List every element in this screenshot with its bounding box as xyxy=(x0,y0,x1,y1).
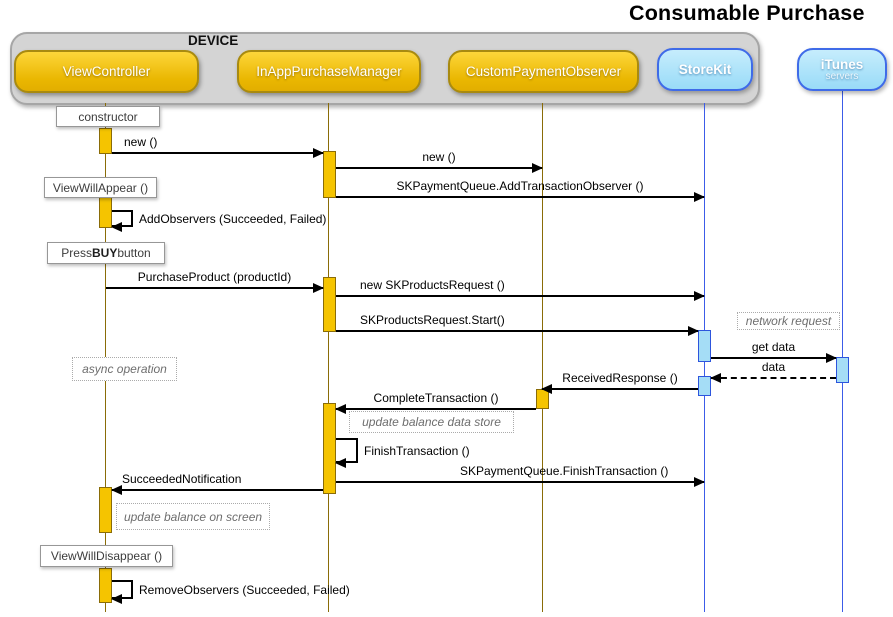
activation-storekit-1 xyxy=(698,330,711,362)
activation-manager-3 xyxy=(323,403,336,494)
actor-itunes-label: iTunes xyxy=(820,57,864,72)
actor-custompaymentobserver-label: CustomPaymentObserver xyxy=(465,64,622,79)
actor-custompaymentobserver: CustomPaymentObserver xyxy=(448,50,639,93)
note-view-will-appear: ViewWillAppear () xyxy=(44,177,157,198)
note-press-buy-button: Press BUY button xyxy=(47,242,165,264)
actor-inapppurchasemanager: InAppPurchaseManager xyxy=(237,50,421,93)
diagram-title: Consumable Purchase xyxy=(629,1,865,25)
activation-manager-1 xyxy=(323,151,336,198)
note-constructor: constructor xyxy=(56,106,160,127)
actor-itunes-sublabel: servers xyxy=(825,71,859,82)
actor-viewcontroller-label: ViewController xyxy=(62,64,151,79)
arrowhead-icon xyxy=(532,163,543,173)
device-label: DEVICE xyxy=(188,33,239,48)
arrowhead-icon xyxy=(111,222,122,232)
arrowhead-icon xyxy=(694,192,705,202)
arrowhead-icon xyxy=(694,291,705,301)
arrowhead-icon xyxy=(335,404,346,414)
lifeline-custompaymentobserver xyxy=(542,103,543,612)
note-async-operation: async operation xyxy=(72,357,177,381)
lifeline-inapppurchasemanager xyxy=(328,103,329,612)
arrowhead-icon xyxy=(335,458,346,468)
activation-viewcontroller-3 xyxy=(99,487,112,533)
press-buy-suffix: button xyxy=(117,246,151,260)
self-message-remove-observers: RemoveObservers (Succeeded, Failed) xyxy=(111,580,350,604)
press-buy-prefix: Press xyxy=(61,246,92,260)
arrowhead-icon xyxy=(688,326,699,336)
arrowhead-icon xyxy=(111,485,122,495)
actor-itunes: iTunes servers xyxy=(797,48,887,91)
note-update-balance-on-screen: update balance on screen xyxy=(116,503,270,530)
press-buy-bold: BUY xyxy=(91,246,118,260)
note-view-will-disappear: ViewWillDisappear () xyxy=(40,545,173,567)
arrowhead-icon xyxy=(111,594,122,604)
arrowhead-icon xyxy=(694,477,705,487)
actor-viewcontroller: ViewController xyxy=(14,50,199,93)
note-network-request: network request xyxy=(737,312,840,330)
arrowhead-icon xyxy=(541,384,552,394)
self-message-finish-transaction: FinishTransaction () xyxy=(335,438,470,468)
self-message-add-observers: AddObservers (Succeeded, Failed) xyxy=(111,210,326,232)
activation-manager-2 xyxy=(323,277,336,332)
actor-inapppurchasemanager-label: InAppPurchaseManager xyxy=(256,64,402,79)
activation-viewcontroller-1 xyxy=(99,128,112,154)
lifeline-itunes xyxy=(842,91,843,612)
arrowhead-icon xyxy=(826,353,837,363)
activation-storekit-2 xyxy=(698,376,711,396)
arrowhead-icon xyxy=(313,283,324,293)
arrowhead-icon xyxy=(313,148,324,158)
actor-storekit-label: StoreKit xyxy=(678,62,732,77)
activation-viewcontroller-4 xyxy=(99,568,112,603)
arrowhead-icon xyxy=(710,373,721,383)
actor-storekit: StoreKit xyxy=(657,48,753,91)
activation-itunes-1 xyxy=(836,357,849,383)
note-update-balance-data-store: update balance data store xyxy=(349,411,514,433)
